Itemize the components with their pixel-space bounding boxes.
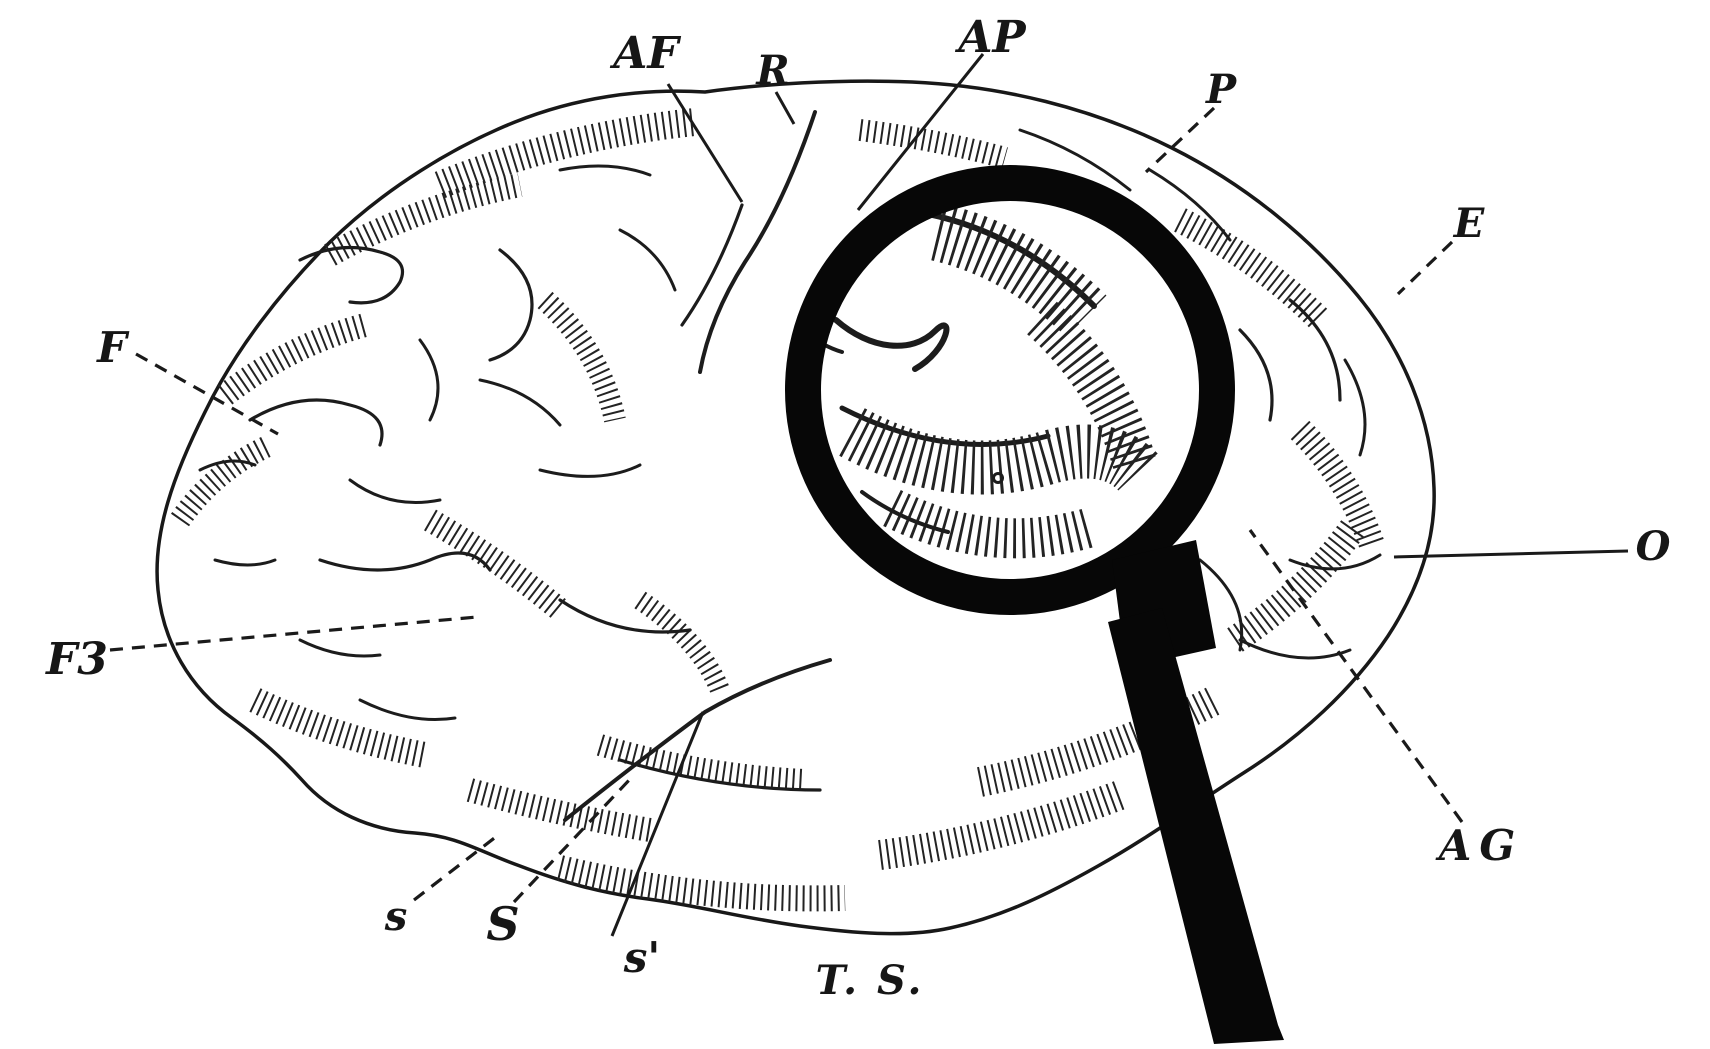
leader-AG bbox=[1248, 529, 1464, 823]
label-F3: F3 bbox=[44, 634, 108, 685]
magnifier-ring bbox=[785, 165, 1235, 615]
brain-silhouette bbox=[155, 79, 1436, 936]
label-AP: AP bbox=[954, 12, 1027, 63]
leader-O bbox=[1393, 549, 1629, 559]
leader-s-prime bbox=[610, 711, 705, 937]
leader-AF bbox=[666, 83, 744, 203]
leader-F bbox=[135, 352, 279, 436]
label-AG: AG bbox=[1435, 821, 1523, 870]
leader-R bbox=[774, 91, 796, 125]
label-TS: T. S. bbox=[816, 957, 925, 1004]
leader-lines bbox=[109, 53, 1629, 937]
labels: AF R AP P E F F3 O AG s S s' T. S. bbox=[44, 12, 1671, 1004]
label-F: F bbox=[96, 323, 130, 372]
sulci-lines bbox=[198, 110, 1382, 822]
leader-s bbox=[413, 834, 498, 902]
label-s: s bbox=[384, 893, 408, 940]
brain-drawing bbox=[155, 79, 1436, 936]
label-O: O bbox=[1636, 523, 1671, 570]
leader-S bbox=[512, 774, 635, 904]
leader-E bbox=[1396, 240, 1454, 296]
leader-P bbox=[1144, 106, 1216, 174]
magnifier bbox=[785, 165, 1284, 1044]
label-AF: AF bbox=[609, 28, 681, 79]
label-s-prime: s' bbox=[623, 933, 661, 982]
magnifier-lens bbox=[804, 184, 1216, 596]
leader-F3 bbox=[109, 615, 478, 652]
label-R: R bbox=[755, 47, 789, 94]
label-E: E bbox=[1453, 200, 1485, 247]
label-S: S bbox=[486, 897, 519, 951]
magnifier-handle bbox=[1108, 608, 1284, 1044]
label-P: P bbox=[1205, 66, 1238, 113]
leader-AP bbox=[856, 53, 985, 211]
